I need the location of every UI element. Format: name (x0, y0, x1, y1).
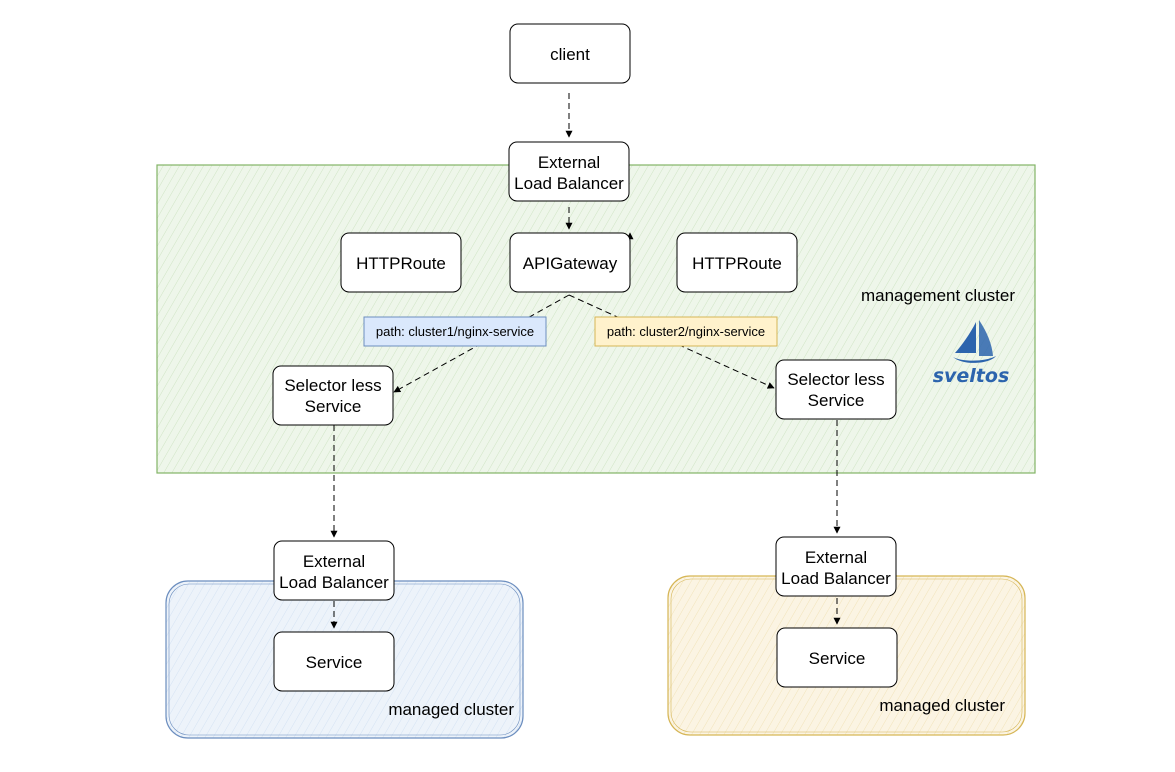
sailboat-icon (953, 320, 996, 363)
sveltos-logo-text: sveltos (933, 365, 1010, 387)
node-load-balancer-right-line2: Load Balancer (781, 569, 891, 588)
node-client-label: client (550, 45, 590, 64)
edge-label-path2-text: path: cluster2/nginx-service (607, 324, 765, 339)
node-apigateway-label: APIGateway (523, 254, 618, 273)
sail-left (955, 322, 976, 353)
node-httproute-left: HTTPRoute (340, 232, 462, 293)
edge-label-path1: path: cluster1/nginx-service (363, 316, 547, 347)
edge-label-path2: path: cluster2/nginx-service (594, 316, 778, 347)
node-service-left: Service (273, 631, 395, 692)
node-selector-less-service-right-line2: Service (808, 391, 865, 410)
node-service-right-label: Service (809, 649, 866, 668)
node-apigateway-box (509, 232, 631, 293)
node-client-box (509, 23, 631, 84)
node-load-balancer-right-line1: External (805, 548, 867, 567)
node-selector-less-service-right-line1: Selector less (787, 370, 884, 389)
node-service-left-box (273, 631, 395, 692)
node-client: client (509, 23, 631, 84)
edge-label-path2-bg (594, 316, 778, 347)
node-top-load-balancer-box (508, 141, 630, 202)
node-load-balancer-left: External Load Balancer (273, 540, 395, 601)
node-selector-less-service-right-box (775, 359, 897, 420)
node-httproute-right-label: HTTPRoute (692, 254, 782, 273)
node-load-balancer-left-line1: External (303, 552, 365, 571)
sveltos-logo: sveltos (933, 320, 1010, 387)
edge-label-path1-text: path: cluster1/nginx-service (376, 324, 534, 339)
node-httproute-left-box (340, 232, 462, 293)
node-selector-less-service-right: Selector less Service (775, 359, 897, 420)
node-top-load-balancer-label-line2: Load Balancer (514, 174, 624, 193)
sail-right (979, 320, 993, 356)
node-selector-less-service-left-box (272, 365, 394, 426)
hull (953, 356, 996, 363)
node-httproute-left-label: HTTPRoute (356, 254, 446, 273)
managed-cluster-right-label: managed cluster (879, 696, 1005, 715)
node-top-load-balancer: External Load Balancer (508, 141, 630, 202)
node-top-load-balancer-label-line1: External (538, 153, 600, 172)
node-apigateway: APIGateway (509, 232, 631, 293)
node-httproute-right: HTTPRoute (676, 232, 798, 293)
managed-cluster-left-label: managed cluster (388, 700, 514, 719)
node-selector-less-service-left-line2: Service (305, 397, 362, 416)
node-load-balancer-right-box (775, 536, 897, 597)
node-service-right-box (776, 627, 898, 688)
node-service-left-label: Service (306, 653, 363, 672)
edge-label-path1-bg (363, 316, 547, 347)
management-cluster-label: management cluster (861, 286, 1015, 305)
node-load-balancer-left-box (273, 540, 395, 601)
node-selector-less-service-left-line1: Selector less (284, 376, 381, 395)
node-httproute-right-box (676, 232, 798, 293)
node-selector-less-service-left: Selector less Service (272, 365, 394, 426)
node-load-balancer-right: External Load Balancer (775, 536, 897, 597)
node-service-right: Service (776, 627, 898, 688)
node-load-balancer-left-line2: Load Balancer (279, 573, 389, 592)
